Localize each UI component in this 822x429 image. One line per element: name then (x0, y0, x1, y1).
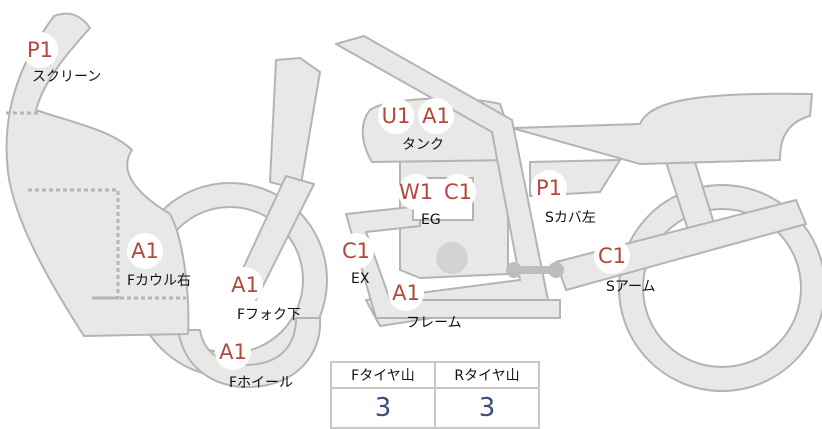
front-cowl-right-label: Fカウル右 (127, 273, 192, 289)
frame-label: フレーム (406, 315, 462, 331)
seat (511, 92, 813, 165)
screen-damage-mark-1: P1 (22, 32, 58, 68)
front-tread-value: 3 (330, 387, 436, 429)
screen-label: スクリーン (32, 69, 102, 85)
tank-label: タンク (402, 137, 444, 153)
front-fork-lower-damage-mark-1: A1 (227, 267, 263, 303)
tank-damage-mark-1: U1 (378, 98, 414, 134)
front-wheel-label: Fホイール (229, 375, 294, 391)
front-cowl-right-damage-mark-1: A1 (127, 233, 163, 269)
rear-tread-header: Rタイヤ山 (434, 361, 540, 389)
front-fork (269, 57, 321, 191)
swing-arm-label: Sアーム (606, 279, 656, 295)
front-tread-header: Fタイヤ山 (330, 361, 436, 389)
front-fork-lower-label: Fフォク下 (237, 307, 302, 323)
swing-arm-damage-mark-1: C1 (594, 238, 630, 274)
frame (335, 35, 549, 327)
exhaust-damage-mark-1: C1 (338, 233, 374, 269)
exhaust-label: EX (351, 271, 370, 287)
side-cover-left-label: Sカバ左 (545, 210, 596, 226)
engine-label: EG (421, 212, 441, 228)
front-wheel-damage-mark-1: A1 (215, 334, 251, 370)
frame-damage-mark-1: A1 (388, 275, 424, 311)
tank-damage-mark-2: A1 (418, 98, 454, 134)
engine-damage-mark-1: W1 (398, 174, 434, 210)
tread-depth-table: Fタイヤ山 Rタイヤ山 3 3 (330, 361, 540, 429)
rear-tread-value: 3 (434, 387, 540, 429)
side-cover-left-damage-mark-1: P1 (531, 170, 567, 206)
engine-cover-dot (436, 242, 468, 274)
engine-damage-mark-2: C1 (440, 174, 476, 210)
